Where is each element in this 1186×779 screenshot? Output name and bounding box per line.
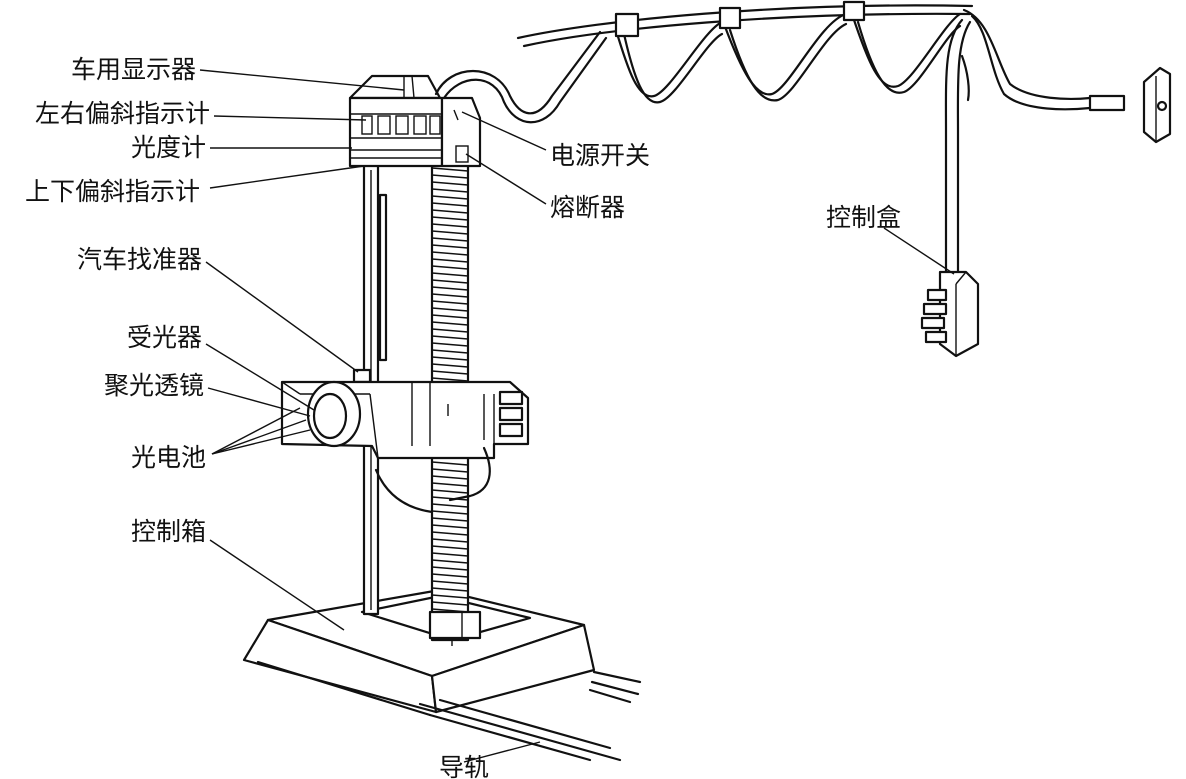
label-guide-rail: 导轨 bbox=[439, 753, 489, 779]
screw-thread bbox=[431, 272, 469, 277]
cable bbox=[434, 0, 1172, 274]
label-power-switch: 电源开关 bbox=[550, 141, 650, 170]
guide-rail bbox=[256, 660, 642, 762]
screw-thread bbox=[431, 349, 469, 354]
screw-thread bbox=[431, 573, 469, 578]
screw-thread bbox=[431, 174, 469, 179]
label-car-sight: 汽车找准器 bbox=[77, 245, 202, 274]
screw-thread bbox=[431, 167, 469, 172]
screw-thread bbox=[431, 594, 469, 599]
screw-thread bbox=[431, 552, 469, 557]
screw-thread bbox=[431, 531, 469, 536]
label-condenser-lens: 聚光透镜 bbox=[104, 371, 204, 400]
screw-thread bbox=[431, 482, 469, 487]
label-ud-tilt-indicator: 上下偏斜指示计 bbox=[25, 177, 200, 206]
screw-thread bbox=[431, 335, 469, 340]
screw-thread bbox=[431, 265, 469, 270]
label-car-display: 车用显示器 bbox=[71, 55, 196, 84]
screw-thread bbox=[431, 538, 469, 543]
screw-thread bbox=[431, 279, 469, 284]
screw-thread bbox=[431, 489, 469, 494]
light-receiver-carriage bbox=[280, 368, 530, 514]
screw-thread bbox=[431, 524, 469, 529]
screw-thread bbox=[431, 230, 469, 235]
screw-thread bbox=[431, 216, 469, 221]
screw-thread bbox=[431, 503, 469, 508]
screw-thread bbox=[431, 559, 469, 564]
screw-thread bbox=[431, 209, 469, 214]
screw-thread bbox=[431, 363, 469, 368]
label-control-pendant: 控制盒 bbox=[826, 203, 901, 232]
screw-thread bbox=[431, 496, 469, 501]
label-lr-tilt-indicator: 左右偏斜指示计 bbox=[35, 99, 210, 128]
screw-thread bbox=[431, 307, 469, 312]
screw-thread bbox=[431, 202, 469, 207]
screw-thread bbox=[431, 342, 469, 347]
label-fuse: 熔断器 bbox=[550, 193, 625, 222]
screw-thread bbox=[431, 293, 469, 298]
screw-thread bbox=[431, 356, 469, 361]
screw-thread bbox=[431, 321, 469, 326]
screw-thread bbox=[431, 517, 469, 522]
screw-thread bbox=[431, 566, 469, 571]
display-head bbox=[348, 74, 482, 168]
labels: 车用显示器 左右偏斜指示计 光度计 上下偏斜指示计 汽车找准器 受光器 聚光透镜… bbox=[25, 55, 901, 779]
screw-thread bbox=[431, 314, 469, 319]
label-photometer: 光度计 bbox=[131, 133, 206, 162]
screw-thread bbox=[431, 510, 469, 515]
screw-thread bbox=[431, 601, 469, 606]
screw-thread bbox=[431, 223, 469, 228]
screw-thread bbox=[431, 545, 469, 550]
screw-thread bbox=[431, 244, 469, 249]
screw-thread bbox=[431, 237, 469, 242]
screw-thread bbox=[431, 251, 469, 256]
screw-thread bbox=[431, 587, 469, 592]
screw-thread bbox=[431, 377, 469, 382]
screw-thread bbox=[431, 580, 469, 585]
label-photocell: 光电池 bbox=[131, 443, 206, 472]
screw-thread bbox=[431, 461, 469, 466]
label-light-receiver: 受光器 bbox=[127, 323, 202, 352]
screw-thread bbox=[431, 370, 469, 375]
screw-thread bbox=[431, 468, 469, 473]
screw-thread bbox=[431, 286, 469, 291]
screw-thread bbox=[431, 188, 469, 193]
screw-thread bbox=[431, 328, 469, 333]
screw-thread bbox=[431, 195, 469, 200]
screw-thread bbox=[431, 181, 469, 186]
control-box-base bbox=[242, 588, 596, 714]
control-pendant bbox=[920, 270, 980, 358]
screw-thread bbox=[431, 475, 469, 480]
label-control-box: 控制箱 bbox=[131, 517, 206, 546]
leader-lines bbox=[199, 69, 955, 763]
screw-thread bbox=[431, 258, 469, 263]
screw-thread bbox=[431, 300, 469, 305]
